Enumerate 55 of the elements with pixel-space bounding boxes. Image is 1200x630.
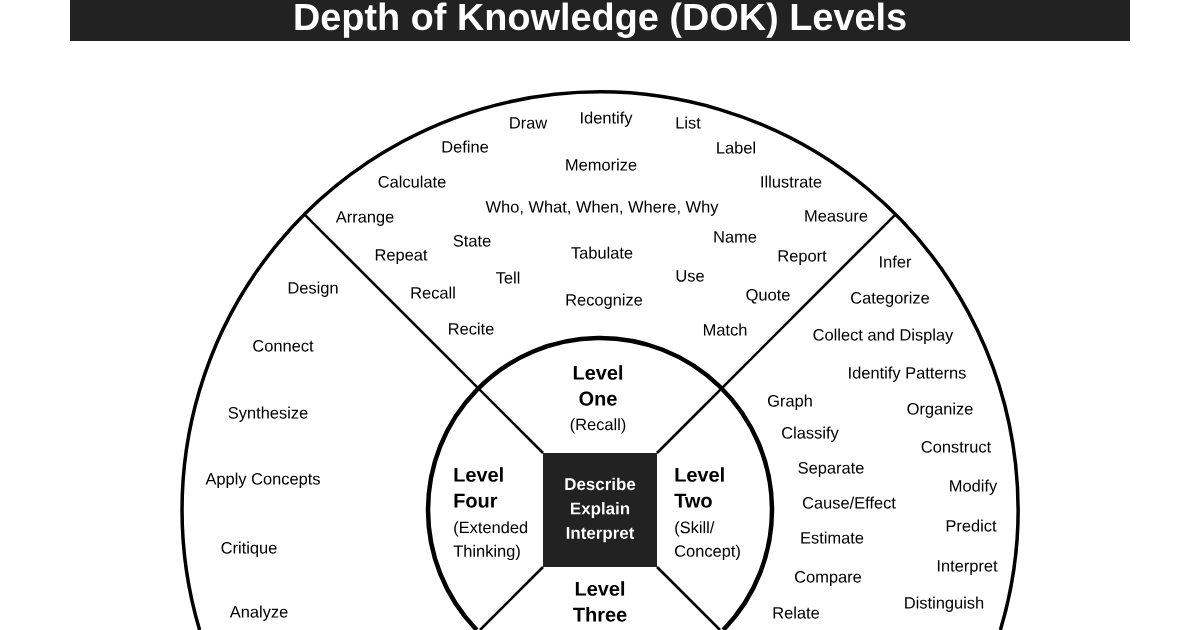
keyword: Repeat bbox=[375, 249, 428, 264]
keyword: Tabulate bbox=[571, 246, 633, 259]
level-subtitle: (Recall) bbox=[570, 418, 626, 434]
keyword: Categorize bbox=[851, 291, 929, 307]
keyword: Label bbox=[717, 141, 755, 154]
keyword: Define bbox=[442, 140, 488, 153]
keyword: Arrange bbox=[335, 211, 394, 226]
keyword: Report bbox=[778, 250, 827, 265]
keyword: Critique bbox=[221, 541, 277, 557]
keyword: Draw bbox=[510, 117, 548, 129]
keyword: Tell bbox=[496, 271, 520, 284]
keyword: Recognize bbox=[566, 293, 643, 309]
keyword: Analyze bbox=[229, 605, 288, 621]
keyword: Recall bbox=[411, 286, 455, 299]
keyword: Recite bbox=[449, 322, 494, 335]
level-heading: Level One bbox=[573, 365, 623, 406]
keyword: Connect bbox=[253, 340, 314, 352]
center-square: Describe Explain Interpret bbox=[543, 453, 657, 567]
keyword: Calculate bbox=[378, 175, 446, 188]
keyword: Interpret bbox=[937, 560, 998, 575]
keyword: Name bbox=[714, 231, 757, 243]
keyword: Illustrate bbox=[761, 175, 822, 188]
keyword: Organize bbox=[907, 402, 973, 418]
keyword: Modify bbox=[950, 479, 998, 495]
keyword: Quote bbox=[746, 289, 790, 304]
level-heading: Level Three bbox=[573, 581, 627, 622]
keyword: Match bbox=[703, 323, 747, 336]
keyword: Distinguish bbox=[905, 596, 984, 612]
keyword: Infer bbox=[880, 255, 912, 268]
keyword: Construct bbox=[921, 441, 992, 453]
keyword: Predict bbox=[946, 519, 997, 532]
keyword: Apply Concepts bbox=[205, 472, 320, 488]
keyword: Separate bbox=[798, 462, 864, 477]
keyword: Graph bbox=[768, 394, 812, 410]
keyword: Compare bbox=[795, 571, 862, 586]
keyword: Design bbox=[288, 281, 338, 297]
level-heading: Level Four bbox=[454, 467, 503, 508]
title-banner: Depth of Knowledge (DOK) Levels bbox=[70, 0, 1130, 41]
keyword: Classify bbox=[782, 426, 839, 442]
level-heading: Level Two bbox=[674, 467, 724, 508]
keyword: Synthesize bbox=[228, 406, 308, 422]
level-subtitle: (Skill/ Concept) bbox=[675, 521, 740, 561]
keyword: Relate bbox=[773, 606, 819, 619]
keyword: Collect and Display bbox=[813, 328, 954, 344]
keyword: Who, What, When, Where, Why bbox=[485, 200, 719, 216]
keyword: Identify bbox=[581, 111, 633, 127]
keyword: Memorize bbox=[566, 158, 637, 171]
keyword: Identify Patterns bbox=[849, 366, 966, 382]
keyword: State bbox=[453, 235, 491, 247]
keyword: Cause/Effect bbox=[802, 496, 896, 509]
level-subtitle: (Extended Thinking) bbox=[453, 521, 528, 561]
keyword: Measure bbox=[805, 210, 868, 222]
keyword: List bbox=[676, 116, 701, 129]
keyword: Use bbox=[676, 270, 704, 282]
keyword: Estimate bbox=[801, 531, 864, 544]
